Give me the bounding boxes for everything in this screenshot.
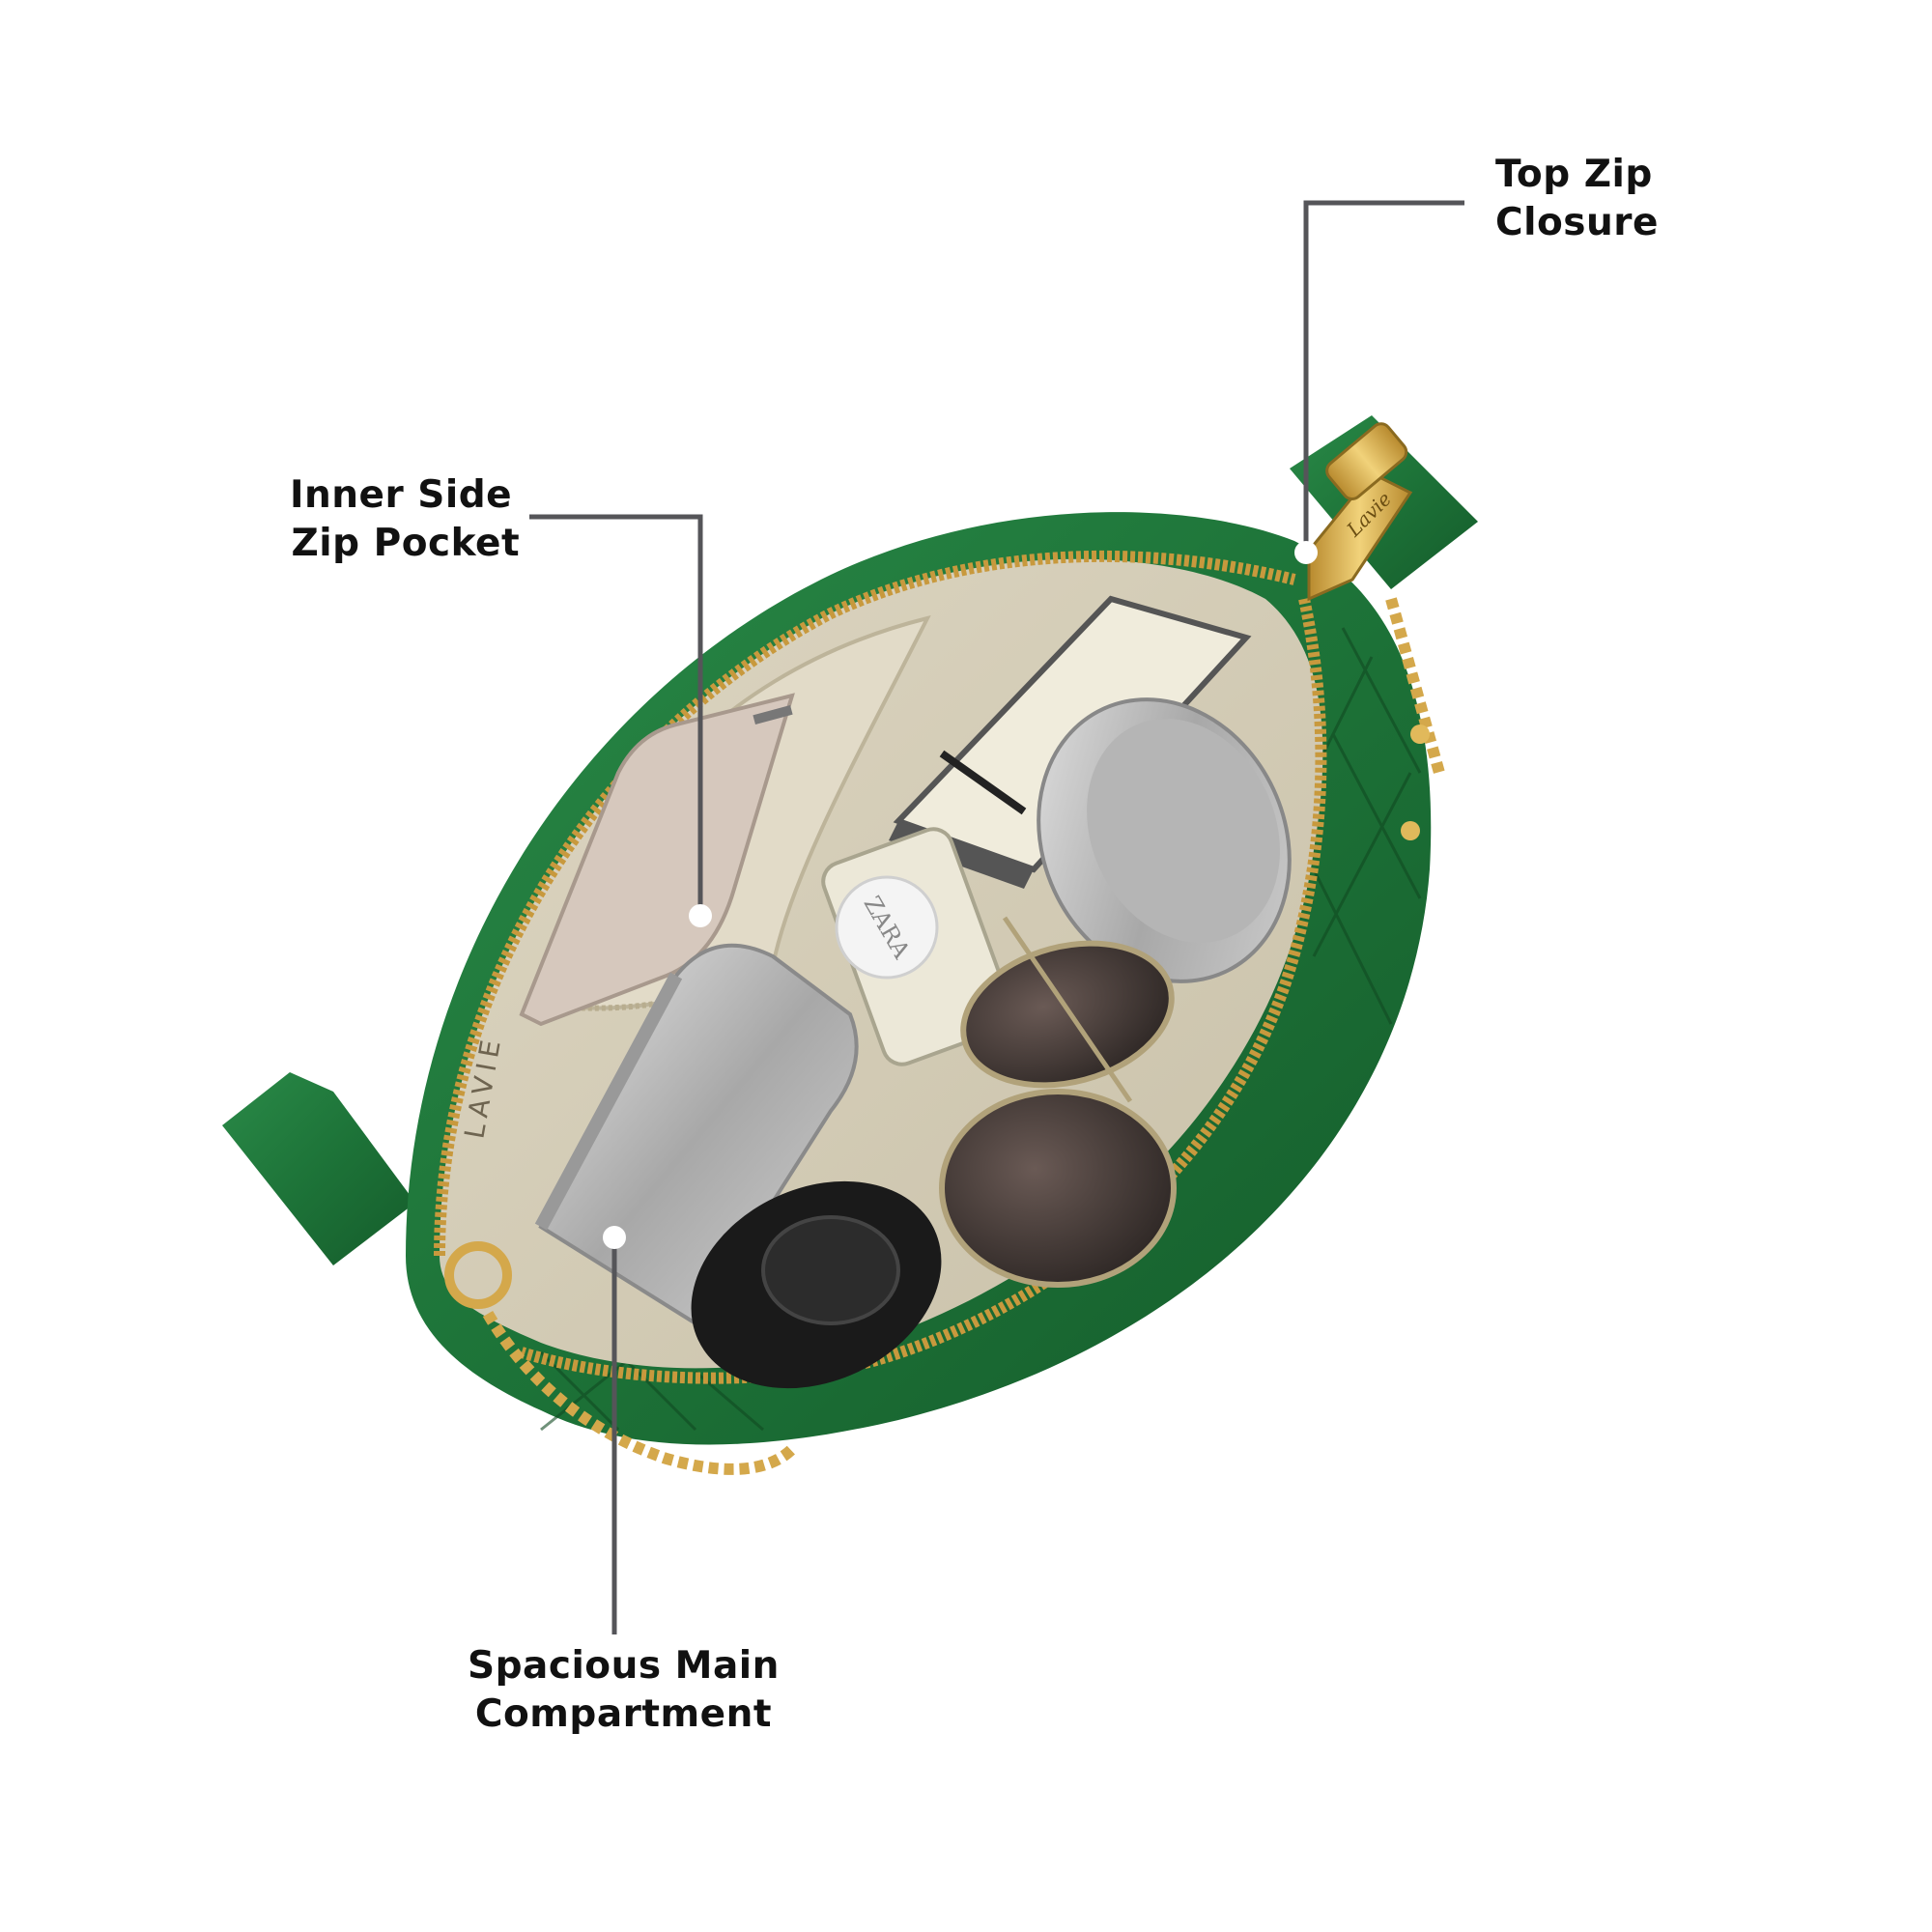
sunglasses [939,916,1177,1288]
callout-main-compartment-line1: Spacious Main [468,1644,780,1688]
callout-main-compartment: Spacious Main Compartment [468,1642,780,1739]
left-strap-tab [222,1072,415,1265]
zip-puller: Lavie [1307,422,1413,602]
callout-inner-pocket-line [529,514,712,927]
handbag: ZARA LAVIE Lavie [222,415,1478,1475]
callout-top-zip-line1: Top Zip [1495,153,1653,196]
callout-main-compartment-line [603,1226,626,1634]
callout-top-zip-line [1294,200,1464,564]
zipper-track-left [434,550,1296,1257]
callout-main-compartment-line2: Compartment [474,1692,773,1736]
tin-can-small [1037,697,1292,983]
zipper-track-right [520,597,1327,1384]
callout-inner-pocket-line2: Zip Pocket [291,522,521,565]
gold-hardware [444,597,1445,1475]
callout-top-zip-line2: Closure [1495,201,1659,244]
callout-inner-pocket: Inner Side Zip Pocket [290,471,520,568]
callout-inner-pocket-line1: Inner Side [290,473,513,517]
quilting [539,627,1422,1432]
black-compact [691,1180,942,1389]
perfume-bottle: ZARA [821,827,1014,1066]
callout-top-zip: Top Zip Closure [1495,151,1659,247]
